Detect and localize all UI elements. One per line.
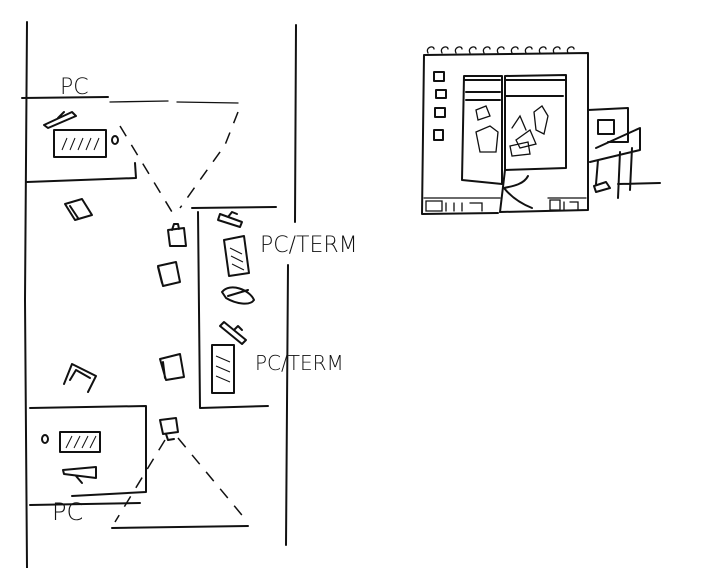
right-wall-lower xyxy=(285,264,289,546)
left-wall xyxy=(24,21,28,568)
mouse-icon xyxy=(111,135,119,145)
keyboard-icon xyxy=(219,321,247,345)
chair-icon xyxy=(159,353,185,381)
room-label: PC/TERM xyxy=(255,351,344,375)
room-label: PC xyxy=(52,498,83,526)
desktop-icon xyxy=(434,107,446,118)
keyboard-icon xyxy=(217,211,243,228)
window-right xyxy=(504,74,567,171)
bottom-room xyxy=(29,405,249,529)
camera-view-cone xyxy=(114,437,247,523)
top-room xyxy=(21,96,239,213)
desk-with-monitor xyxy=(59,431,101,453)
desktop-icon xyxy=(433,129,444,141)
desktop-icon xyxy=(435,89,447,99)
window-left xyxy=(461,75,503,185)
right-room xyxy=(191,206,277,409)
chair-scribble-icon xyxy=(221,286,255,305)
screen-illustration xyxy=(421,46,661,215)
room-label: PC xyxy=(60,75,89,100)
monitor-icon xyxy=(223,235,250,277)
camera-view-cone xyxy=(119,111,239,213)
camera-icon xyxy=(167,223,187,247)
workstation-desk xyxy=(587,107,661,199)
chair-icon xyxy=(63,363,97,393)
chair-icon xyxy=(157,261,181,287)
room-label: PC/TERM xyxy=(260,233,358,258)
desktop-icon xyxy=(433,71,445,82)
chair-icon xyxy=(64,198,93,221)
monitor-icon xyxy=(211,344,235,394)
binding-rings xyxy=(426,46,575,54)
camera-icon xyxy=(159,417,179,441)
keyboard-icon xyxy=(62,466,97,484)
keyboard-icon xyxy=(43,111,77,129)
desk-with-monitor xyxy=(53,129,107,158)
taskbar xyxy=(423,197,587,212)
mouse-icon xyxy=(41,434,49,444)
right-wall-upper xyxy=(294,24,297,223)
